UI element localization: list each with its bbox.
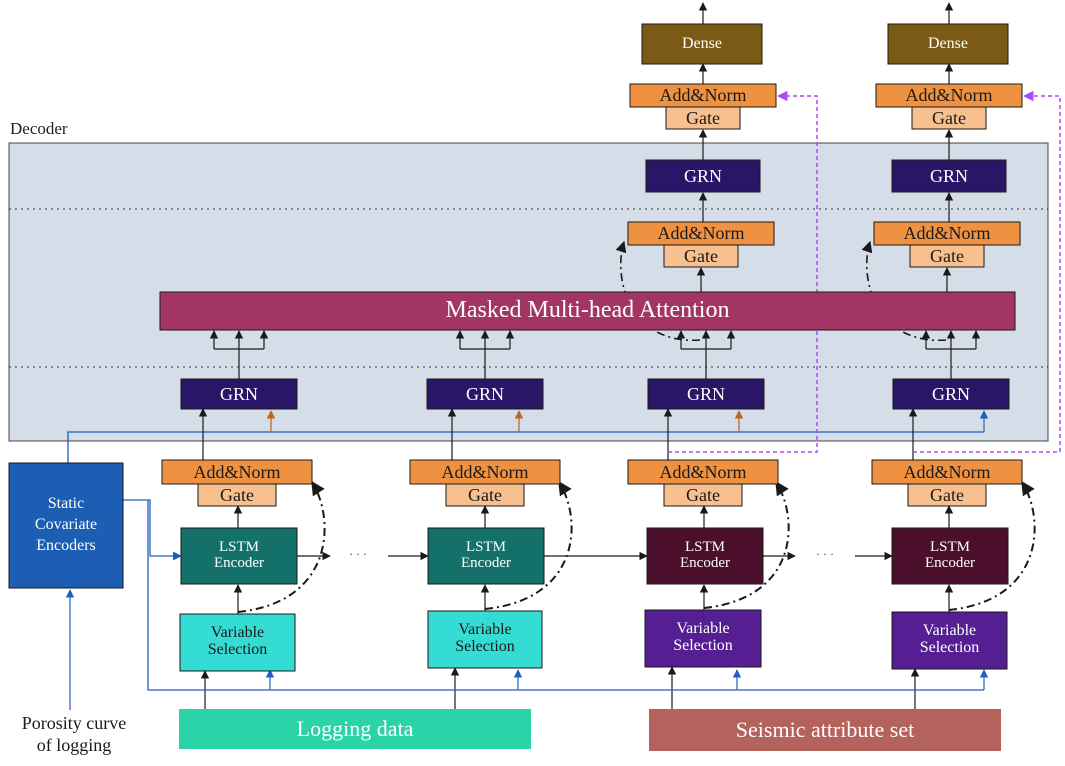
logging-data-block	[179, 709, 531, 749]
attention-block	[159, 291, 1016, 331]
grn-block	[647, 378, 765, 410]
dense-block	[887, 23, 1009, 65]
add-norm-block	[871, 459, 1023, 485]
grn-block	[891, 159, 1007, 193]
add-norm-block	[627, 221, 775, 246]
lstm-encoder-block	[646, 527, 764, 585]
seismic-attribute-block	[649, 709, 1001, 751]
lstm-encoder-block	[891, 527, 1009, 585]
lstm-encoder-block	[180, 527, 298, 585]
add-norm-block	[409, 459, 561, 485]
variable-selection-block	[427, 610, 543, 669]
gate-block	[445, 483, 525, 507]
attention-skip-curve	[615, 240, 701, 341]
variable-selection-block	[891, 611, 1008, 670]
grn-block	[645, 159, 761, 193]
gate-block	[197, 483, 277, 507]
gate-block	[663, 483, 743, 507]
skip-connection-curve	[948, 480, 1036, 611]
attention-skip-curve	[861, 240, 947, 341]
add-norm-block	[627, 459, 779, 485]
add-norm-block	[873, 221, 1021, 246]
residual-skip-line	[913, 90, 1061, 453]
gate-block	[911, 106, 987, 130]
grn-block	[180, 378, 298, 410]
connector-layer	[65, 2, 1061, 710]
add-norm-block	[629, 83, 777, 108]
static-context-line-bottom	[147, 500, 984, 691]
static-to-lstm-line	[123, 499, 182, 561]
skip-connection-curve	[484, 480, 573, 610]
variable-selection-block	[644, 609, 762, 668]
static-context-line-top	[67, 431, 984, 463]
grn-block	[426, 378, 544, 410]
variable-selection-block	[179, 613, 296, 672]
gate-block	[909, 244, 985, 268]
grn-block	[892, 378, 1010, 410]
gate-block	[907, 483, 987, 507]
lstm-encoder-block	[427, 527, 545, 585]
add-norm-block	[161, 459, 313, 485]
gate-block	[663, 244, 739, 268]
add-norm-block	[875, 83, 1023, 108]
block-layer	[8, 23, 1023, 751]
gate-block	[665, 106, 741, 130]
skip-connection-curve	[703, 480, 790, 609]
dense-block	[641, 23, 763, 65]
skip-connection-curve	[237, 480, 326, 613]
static-covariate-block	[8, 462, 124, 589]
